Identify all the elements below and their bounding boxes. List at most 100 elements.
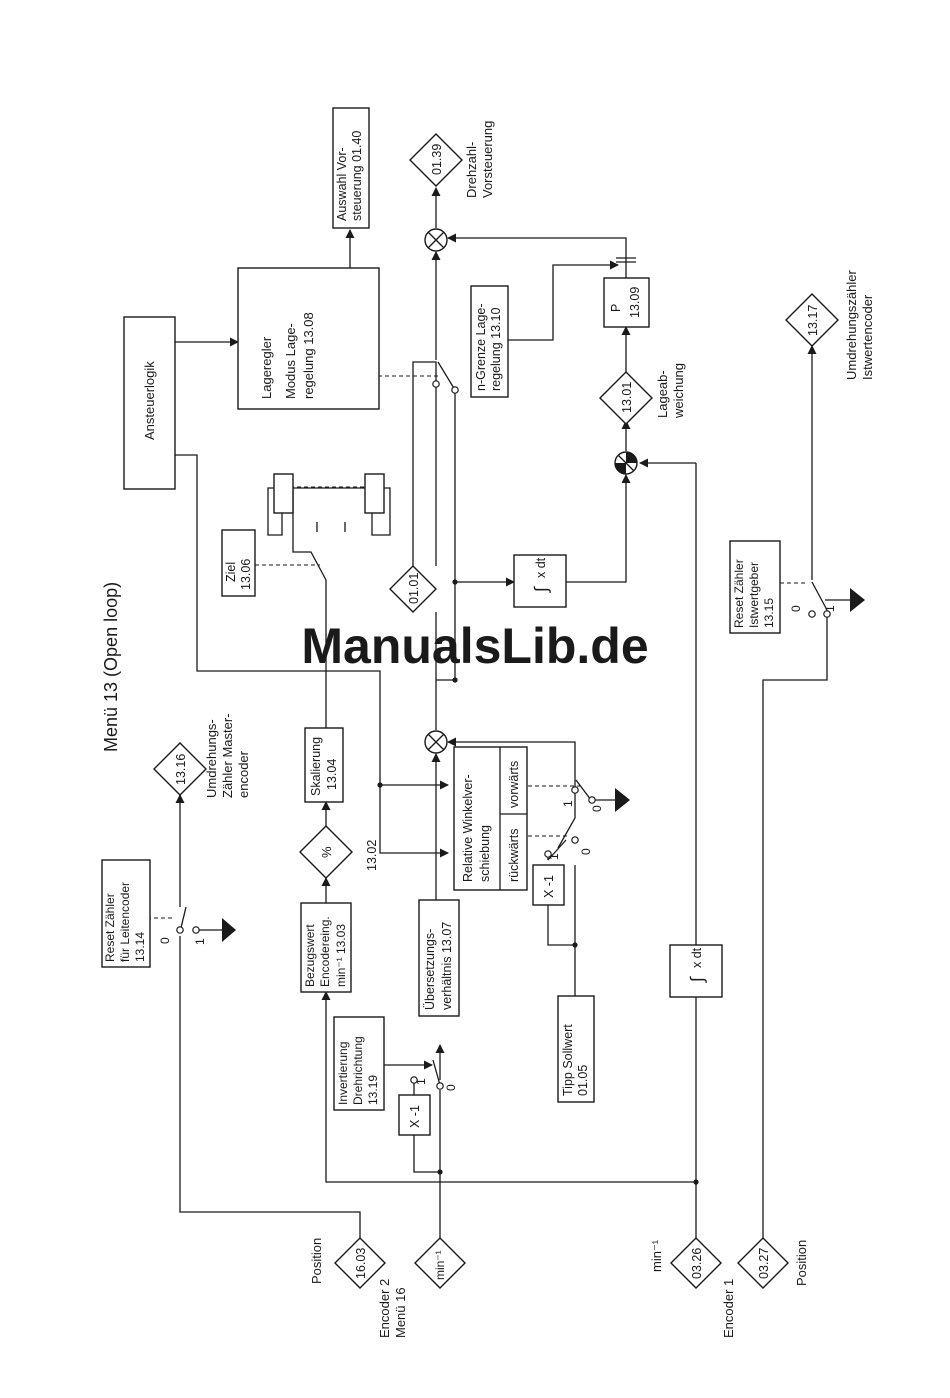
svg-text:min⁻¹ 13.03: min⁻¹ 13.03: [334, 924, 348, 987]
svg-text:13.16: 13.16: [174, 754, 188, 785]
svg-text:Ziel: Ziel: [224, 562, 238, 582]
diamond-13-01: 13.01: [599, 371, 653, 425]
svg-text:steuerung 01.40: steuerung 01.40: [350, 131, 364, 221]
block-integrator-lower: ∫ x dt: [669, 944, 723, 998]
svg-text:Istwertgeber: Istwertgeber: [747, 562, 761, 628]
svg-text:Skalierung: Skalierung: [309, 737, 323, 796]
diamond-01-39: 01.39: [409, 133, 463, 187]
diamond-03-27: 03.27: [737, 1237, 789, 1289]
label-encoder1: Encoder 1: [721, 1279, 736, 1338]
connections: [140, 187, 850, 1238]
svg-text:0: 0: [158, 937, 172, 944]
diamond-01-01: 01.01: [389, 565, 437, 613]
block-integrator-upper: ∫ x dt: [513, 554, 567, 608]
svg-text:%: %: [319, 846, 334, 858]
svg-text:X -1: X -1: [408, 1105, 422, 1128]
svg-text:1: 1: [547, 853, 561, 860]
svg-text:n-Grenze Lage-: n-Grenze Lage-: [474, 303, 488, 391]
watermark: ManualsLib.de: [301, 618, 648, 674]
svg-text:13.04: 13.04: [325, 759, 339, 790]
svg-text:13.15: 13.15: [762, 598, 776, 628]
label-umdrehungszaehler-master: Umdrehungs- Zähler Master- encoder: [204, 713, 251, 798]
svg-text:13.17: 13.17: [806, 305, 820, 336]
svg-text:01.01: 01.01: [407, 573, 421, 604]
label-percent-code: 13.02: [365, 840, 379, 871]
svg-text:schiebung: schiebung: [478, 825, 492, 882]
diamond-13-17: 13.17: [785, 293, 839, 347]
label-encoder2: Encoder 2 Menü 16: [377, 1279, 408, 1338]
page-title: Menü 13 (Open loop): [101, 582, 121, 752]
svg-text:Bezugswert: Bezugswert: [303, 924, 317, 987]
ground-icon-leitencoder: [222, 918, 236, 942]
svg-text:Drehzahl-: Drehzahl-: [464, 142, 479, 198]
svg-text:Zähler Master-: Zähler Master-: [220, 713, 235, 798]
label-position-encoder1: Position: [794, 1240, 809, 1286]
svg-text:Ansteuerlogik: Ansteuerlogik: [142, 361, 157, 440]
svg-text:Invertierung: Invertierung: [336, 1042, 350, 1105]
block-invert-x-upper: X -1: [532, 864, 565, 906]
summing-junction-error: [614, 451, 638, 475]
svg-text:16.03: 16.03: [354, 1248, 368, 1279]
svg-text:für Leitencoder: für Leitencoder: [118, 882, 132, 962]
svg-text:13.06: 13.06: [239, 559, 253, 590]
diamond-min: min⁻¹: [414, 1237, 466, 1289]
svg-text:Reset Zähler: Reset Zähler: [103, 893, 117, 962]
label-umdrehungszaehler-ist: Umdrehungszähler Istwertencoder: [844, 269, 875, 380]
svg-text:Menü 16: Menü 16: [393, 1287, 408, 1338]
summing-junction-upper: [424, 228, 448, 252]
block-winkelverschiebung: Relative Winkelver- schiebung rückwärts …: [453, 746, 528, 891]
svg-text:∫: ∫: [531, 586, 551, 594]
svg-text:Umdrehungszähler: Umdrehungszähler: [844, 269, 859, 380]
block-uebersetzung: Übersetzungs- verhältnis 13.07: [418, 899, 460, 1017]
svg-text:weichung: weichung: [671, 363, 686, 419]
block-tipp-sollwert: Tipp Sollwert 01.05: [557, 995, 595, 1103]
svg-text:13.01: 13.01: [620, 382, 634, 413]
block-n-grenze: n-Grenze Lage- regelung 13.10: [470, 285, 509, 398]
svg-text:0: 0: [579, 848, 593, 855]
svg-text:0: 0: [444, 1084, 458, 1091]
svg-text:0: 0: [789, 605, 803, 612]
switches: [179, 361, 828, 1086]
block-bezugswert: Bezugswert Encodereing. min⁻¹ 13.03: [300, 902, 352, 993]
label-drehzahl-vorsteuerung: Drehzahl- Vorsteuerung: [464, 121, 495, 198]
svg-text:rückwärts: rückwärts: [507, 829, 521, 882]
svg-text:0: 0: [590, 805, 604, 812]
block-ziel: Ziel 13.06: [221, 529, 256, 597]
svg-text:1: 1: [823, 605, 837, 612]
block-reset-leitencoder: Reset Zähler für Leitencoder 13.14: [101, 859, 151, 968]
svg-text:13.09: 13.09: [628, 287, 642, 318]
svg-text:13.19: 13.19: [366, 1075, 380, 1105]
block-lageregler: Lageregler Modus Lage- regelung 13.08: [237, 267, 380, 410]
svg-text:∫: ∫: [687, 976, 707, 984]
svg-text:01.05: 01.05: [576, 1065, 590, 1096]
svg-text:Umdrehungs-: Umdrehungs-: [204, 719, 219, 798]
svg-text:x dt: x dt: [690, 947, 704, 968]
svg-text:Istwertencoder: Istwertencoder: [860, 294, 875, 380]
svg-text:X -1: X -1: [542, 875, 556, 898]
summing-junction-middle: [424, 730, 448, 754]
label-lageabweichung: Lageab- weichung: [655, 363, 686, 419]
diamond-16-03: 16.03: [334, 1237, 386, 1289]
coupling-box-left: [273, 473, 294, 514]
svg-text:Encodereing.: Encodereing.: [318, 916, 332, 987]
diamond-13-16: 13.16: [153, 742, 207, 796]
svg-text:Reset Zähler: Reset Zähler: [732, 559, 746, 628]
label-position-encoder2: Position: [309, 1238, 324, 1284]
ground-icon-istwert: [850, 588, 865, 612]
svg-text:verhältnis 13.07: verhältnis 13.07: [440, 922, 454, 1010]
block-skalierung: Skalierung 13.04: [304, 727, 344, 803]
block-invertierung: Invertierung Drehrichtung 13.19: [333, 1016, 385, 1111]
svg-text:regelung 13.10: regelung 13.10: [489, 308, 503, 391]
svg-text:01.39: 01.39: [430, 144, 444, 175]
switch-pins: [176, 380, 831, 1185]
diamond-03-26: 03.26: [670, 1237, 722, 1289]
svg-text:1: 1: [193, 938, 207, 945]
svg-text:1: 1: [414, 1078, 428, 1085]
ground-icon-vorwaerts: [615, 788, 630, 812]
svg-text:P: P: [609, 304, 623, 312]
svg-text:Encoder 2: Encoder 2: [377, 1279, 392, 1338]
svg-text:min⁻¹: min⁻¹: [433, 1250, 447, 1280]
diamond-percent: %: [299, 825, 353, 879]
svg-text:13.14: 13.14: [133, 932, 147, 962]
